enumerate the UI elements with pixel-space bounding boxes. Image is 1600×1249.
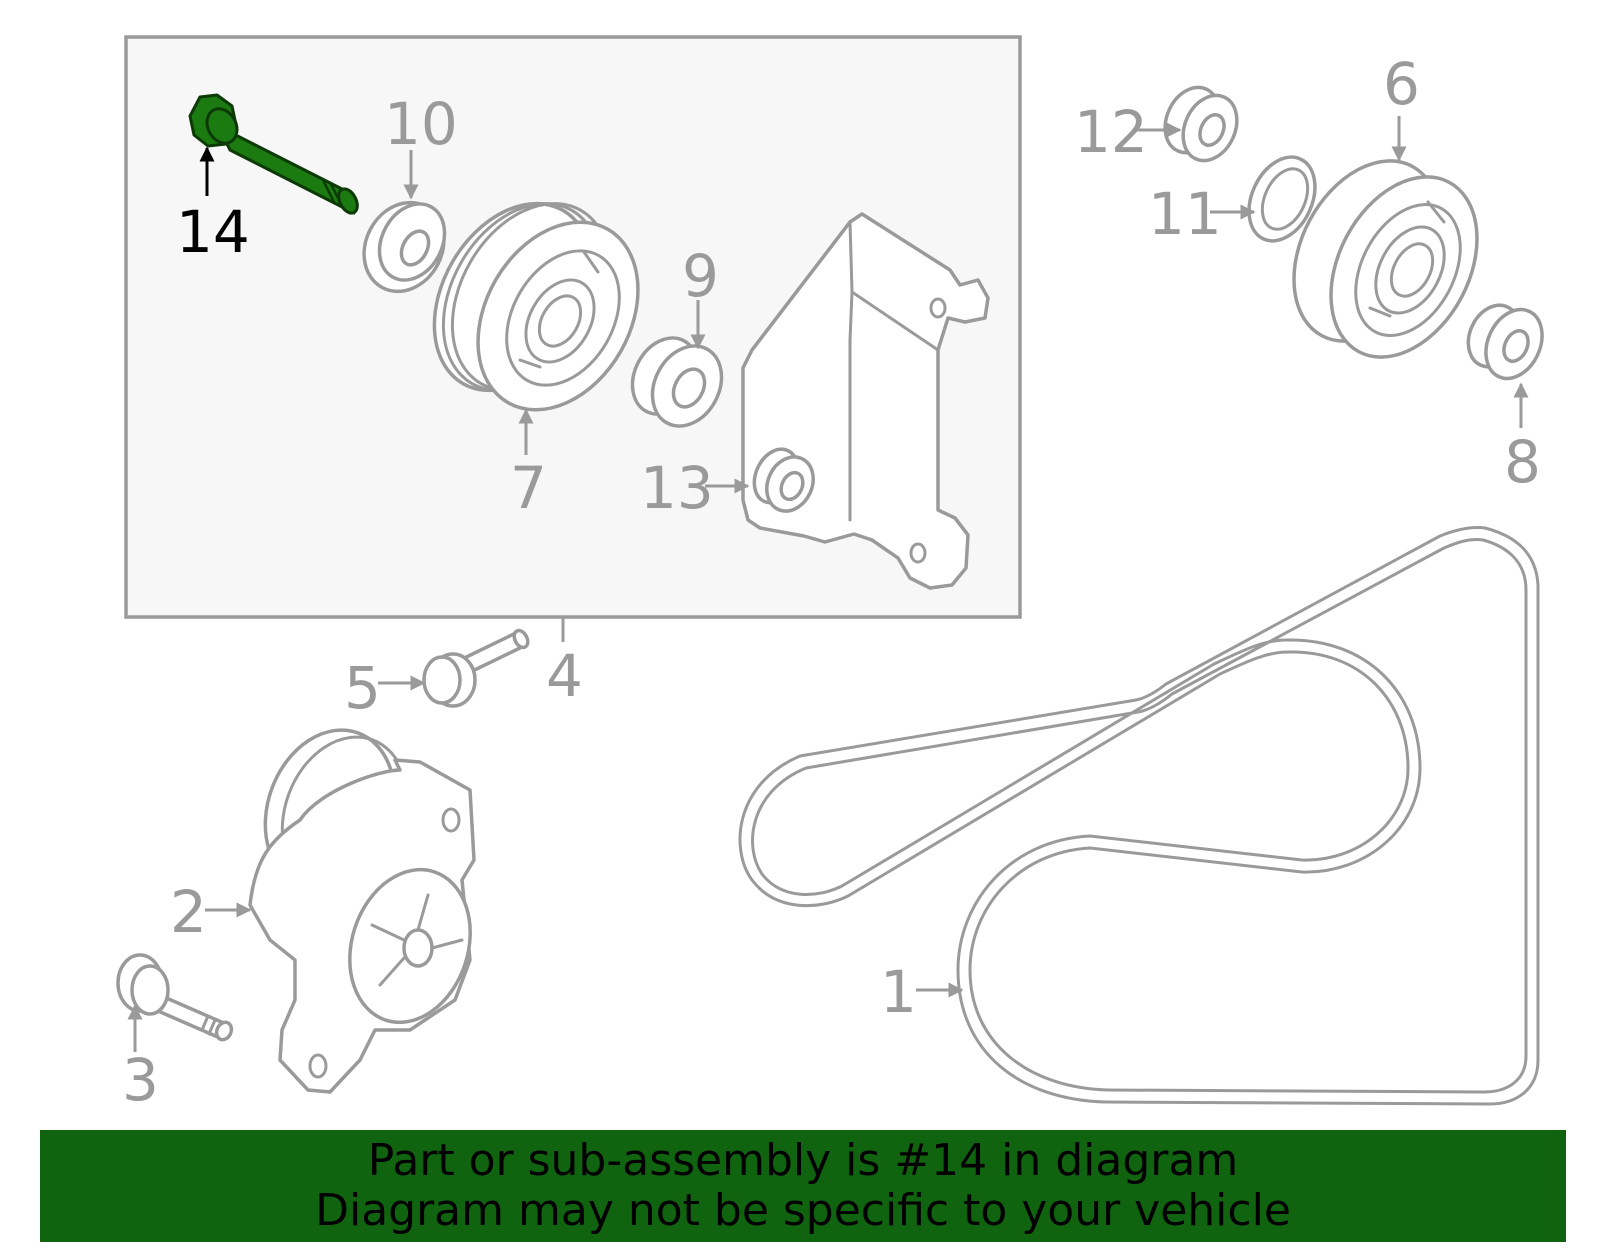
callout-13: 13 xyxy=(640,454,714,522)
callout-10: 10 xyxy=(384,90,458,158)
part-6-pulley[interactable] xyxy=(1265,136,1507,383)
part-7-idler-pulley[interactable] xyxy=(402,175,670,438)
banner-line-2: Diagram may not be specific to your vehi… xyxy=(315,1185,1291,1236)
part-9-bushing[interactable] xyxy=(620,327,735,439)
callout-8: 8 xyxy=(1504,428,1541,496)
part-10-spacer[interactable] xyxy=(349,189,459,306)
part-13-bushing[interactable] xyxy=(746,442,822,519)
banner-line-1: Part or sub-assembly is #14 in diagram xyxy=(367,1135,1239,1186)
callout-6: 6 xyxy=(1383,50,1420,118)
callout-5: 5 xyxy=(344,654,381,722)
part-14-bolt[interactable] xyxy=(188,93,361,216)
callout-7: 7 xyxy=(510,454,547,522)
callout-14: 14 xyxy=(176,198,250,266)
callout-12: 12 xyxy=(1074,98,1148,166)
info-banner: Part or sub-assembly is #14 in diagram D… xyxy=(40,1130,1566,1242)
callout-3: 3 xyxy=(122,1046,159,1114)
part-1-belt[interactable] xyxy=(738,526,1540,1106)
callout-11: 11 xyxy=(1148,180,1222,248)
part-12-nut[interactable] xyxy=(1155,79,1247,170)
part-8-bushing[interactable] xyxy=(1459,297,1553,388)
callout-1: 1 xyxy=(880,958,917,1026)
part-3-bolt[interactable] xyxy=(116,953,234,1042)
part-2-tensioner[interactable] xyxy=(244,712,490,1094)
callout-2: 2 xyxy=(170,878,207,946)
callout-9: 9 xyxy=(682,242,719,310)
part-5-bolt[interactable] xyxy=(422,628,531,708)
callout-4: 4 xyxy=(546,642,583,710)
part-11-washer[interactable] xyxy=(1236,146,1328,251)
